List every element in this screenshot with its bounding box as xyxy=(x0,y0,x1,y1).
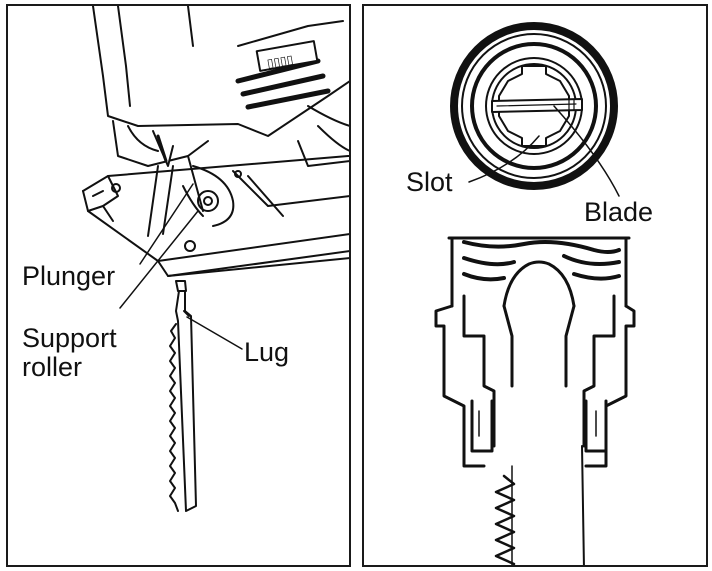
plunger-label: Plunger xyxy=(22,261,116,291)
blade-label: Blade xyxy=(584,197,654,227)
jigsaw-illustration-panel: ▯▯▯▯ xyxy=(6,4,351,567)
jigsaw-drawing: ▯▯▯▯ xyxy=(82,6,349,512)
support-roller-label: Support roller xyxy=(22,324,142,382)
blade-holder-illustration-panel: Slot Blade xyxy=(362,4,708,567)
lug-label: Lug xyxy=(244,337,290,367)
blade-holder-drawing xyxy=(434,22,636,565)
support-roller-label-line1: Support xyxy=(22,323,117,353)
slot-label: Slot xyxy=(406,167,453,197)
support-roller-label-line2: roller xyxy=(22,352,83,382)
svg-text:▯▯▯▯: ▯▯▯▯ xyxy=(266,52,294,70)
